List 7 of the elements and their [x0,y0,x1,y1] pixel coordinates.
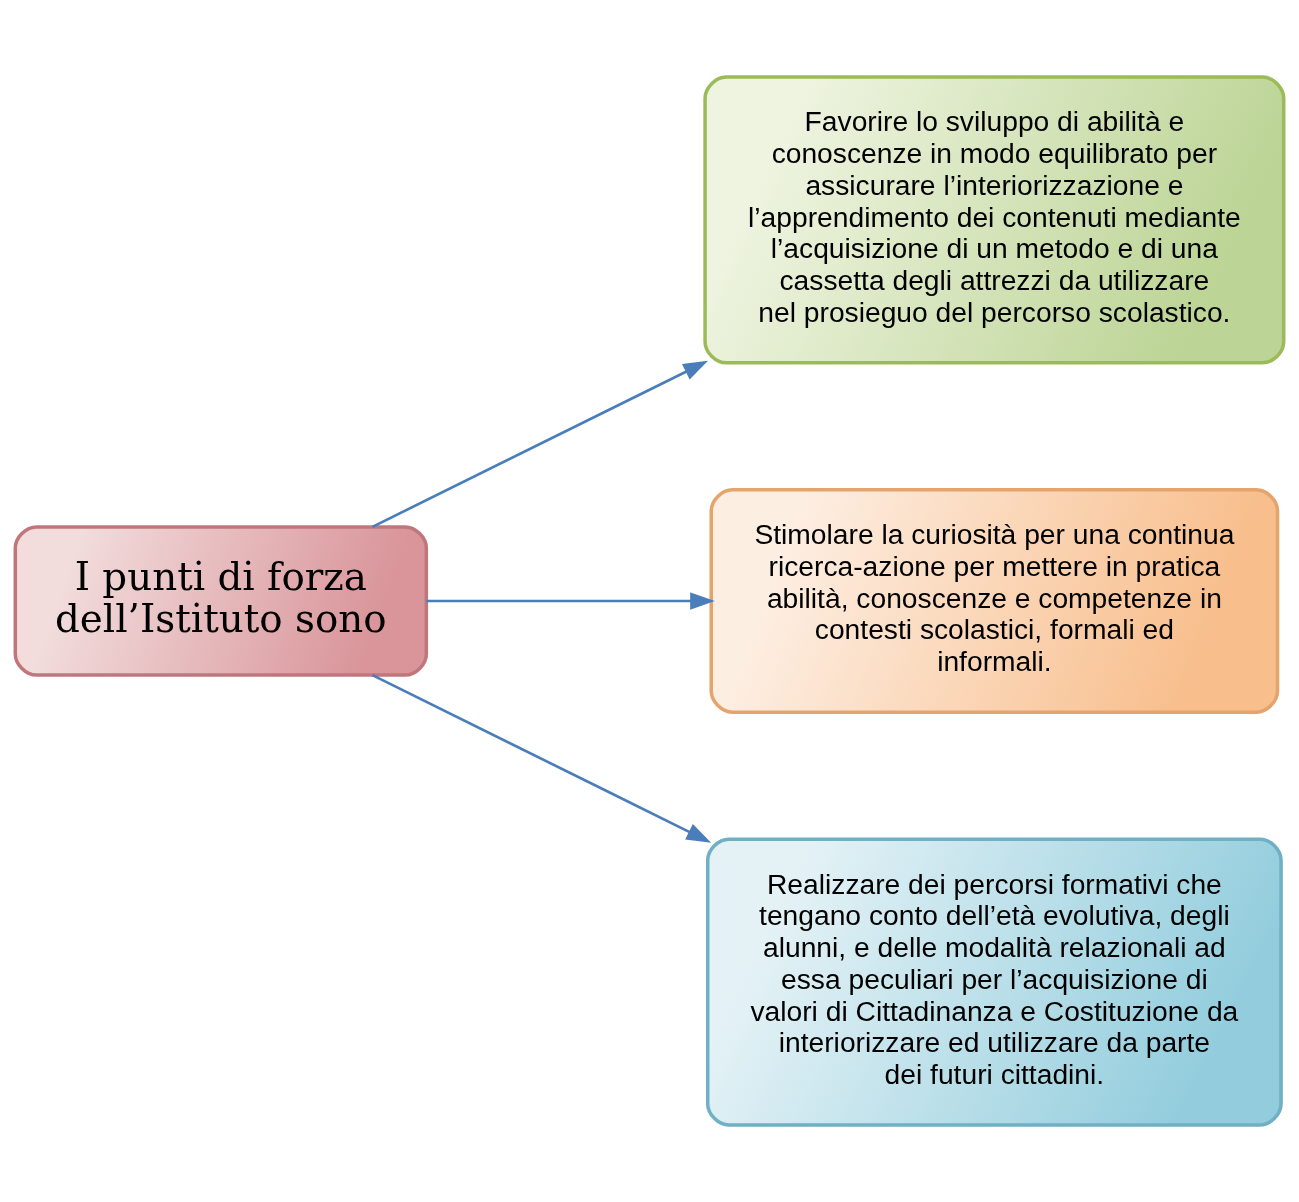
node-box: Realizzare dei percorsi formativi che tengano conto dell’età evolutiva, degli alunni, e delle modalità relazionali ad essa peculiari per l’acquisizione di valori di Cittadinanza e Costituzione da interiorizzare ed utilizzare da parte dei futuri cittadini. [705,837,1283,1127]
arrow [371,360,708,529]
node-box: I punti di forza dell’Istituto sono [13,525,429,677]
arrow [426,592,715,610]
node-box: Stimolare la curiosità per una continua ricerca-azione per mettere in pratica abilità, conoscenze e competenze in contesti scolastici, formali ed informali. [709,488,1280,714]
arrow [371,673,712,843]
node-box: Favorire lo sviluppo di abilità e conoscenze in modo equilibrato per assicurare l’interiorizzazione e l’apprendimento dei contenuti mediante l’acquisizione di un metodo e di una cassetta degli attrezzi da utilizzare nel prosieguo del percorso scolastico. [703,75,1286,365]
